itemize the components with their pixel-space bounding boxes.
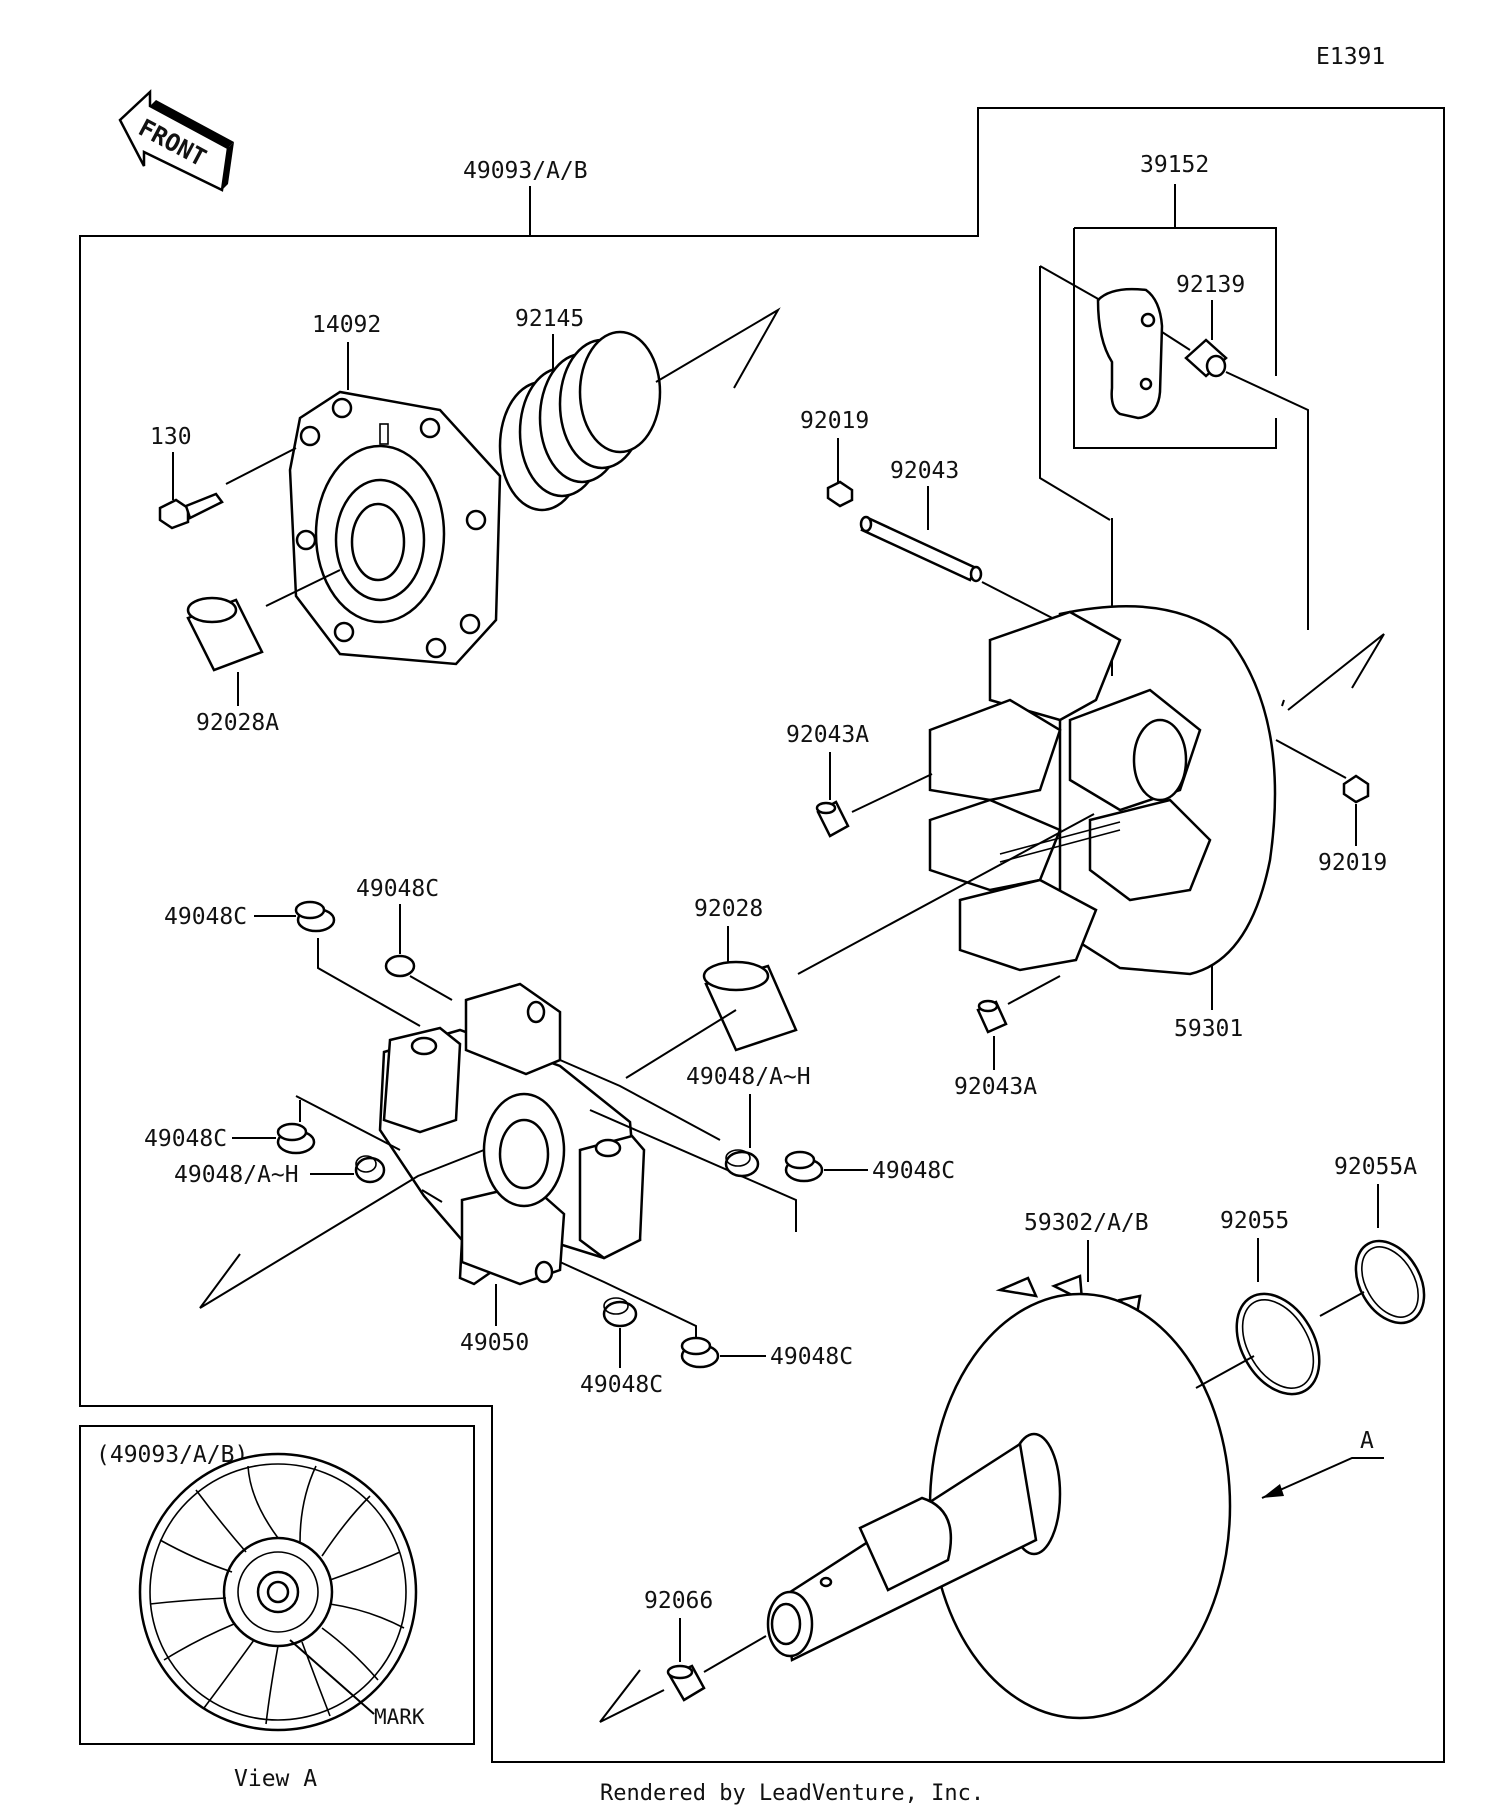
sheave-face-view (138, 1452, 418, 1732)
label-59302: 59302/A/B (1024, 1210, 1149, 1236)
label-49048C-topleft: 49048C (164, 904, 247, 930)
nut-92019-right-part (1342, 774, 1370, 804)
label-92028A: 92028A (196, 710, 279, 736)
label-59301: 59301 (1174, 1016, 1243, 1042)
pin-92139-part (1184, 338, 1228, 378)
leader-spider-left (199, 1149, 485, 1309)
leader-spider-bottom (559, 1261, 697, 1344)
leader-spider-left-upper (295, 1095, 401, 1151)
mark-leader (289, 1639, 375, 1715)
label-92145: 92145 (515, 306, 584, 332)
label-49048C-top: 49048C (356, 876, 439, 902)
leader-92043A-upper-hub (851, 773, 933, 813)
footer-credit: Rendered by LeadVenture, Inc. (600, 1781, 984, 1806)
pin-92043a-lower-part (976, 999, 1008, 1034)
leader-92066-front (599, 1669, 665, 1723)
leader-arm-top (1039, 265, 1101, 301)
view-arrow-label: A (1360, 1428, 1374, 1454)
leader-sheave-right (1281, 633, 1385, 711)
label-92019-right: 92019 (1318, 850, 1387, 876)
pin-92043a-upper-part (815, 800, 850, 838)
cover-plate-part (288, 390, 502, 666)
roller-49048ah-right-part (724, 1149, 760, 1178)
spring-part (498, 330, 662, 512)
label-92066: 92066 (644, 1588, 713, 1614)
leader-49048C-topleft-spider (317, 938, 421, 1027)
leader-92055A-ring (1319, 1291, 1365, 1317)
inset-view-box (79, 1425, 475, 1745)
o-ring-92055-part (1235, 1292, 1321, 1396)
label-49048AH-right: 49048/A~H (686, 1064, 811, 1090)
label-92028: 92028 (694, 896, 763, 922)
roller-49048ah-left-part (354, 1155, 386, 1184)
weight-arm-part (1096, 287, 1164, 420)
label-92019-upper: 92019 (800, 408, 869, 434)
leader-arm-pin (1161, 331, 1191, 351)
roller-49048c-right-part (784, 1150, 824, 1183)
leader-92043-hub (981, 581, 1061, 623)
diagram-id: E1391 (1316, 44, 1385, 70)
leader-92028-spider (625, 1009, 737, 1079)
moveable-sheave-part (928, 605, 1277, 976)
leader-92028a-plate (265, 569, 341, 607)
leader-spider-left-lower (421, 1189, 443, 1203)
assembly-frame (79, 107, 1445, 1763)
label-92055: 92055 (1220, 1208, 1289, 1234)
roller-49048c-bottom-right-part (680, 1336, 720, 1369)
label-14092: 14092 (312, 312, 381, 338)
leader-92055-sheave (1195, 1355, 1255, 1389)
roller-49048c-topleft-part (294, 900, 336, 933)
leader-49048C-top-spider (409, 975, 453, 1001)
label-39152: 39152 (1140, 152, 1209, 178)
label-49050: 49050 (460, 1330, 529, 1356)
leader-spider-right-up (559, 1059, 721, 1141)
label-92139: 92139 (1176, 272, 1245, 298)
label-92043: 92043 (890, 458, 959, 484)
leader-bolt-plate (225, 447, 297, 485)
leader-92028-hub (797, 813, 1095, 975)
leader-arm-left (1039, 266, 1111, 521)
label-49093: 49093/A/B (463, 158, 588, 184)
roller-49048c-bottom-part (602, 1297, 638, 1328)
nut-92019-upper-part (826, 480, 854, 508)
label-49048AH-left: 49048/A~H (174, 1162, 299, 1188)
leader-spring (655, 307, 781, 389)
leader-arm-right (1225, 371, 1309, 630)
leader-92043A-lower-hub (1007, 975, 1061, 1005)
bushing-92028a-part (186, 596, 264, 672)
long-pin-92043-part (859, 515, 983, 583)
label-92055A: 92055A (1334, 1154, 1417, 1180)
leader-92066-shaft (703, 1635, 767, 1673)
leader-spider-right (589, 1109, 797, 1232)
label-92043A-upper: 92043A (786, 722, 869, 748)
label-49048C-bottom: 49048C (580, 1372, 663, 1398)
spider-part (378, 982, 646, 1286)
view-arrow-line (1261, 1457, 1384, 1499)
inset-title: (49093/A/B) (96, 1442, 248, 1468)
label-92043A-lower: 92043A (954, 1074, 1037, 1100)
o-ring-92055a-part (1354, 1239, 1426, 1325)
label-49048C-right: 49048C (872, 1158, 955, 1184)
bushing-92028-part (702, 960, 798, 1052)
label-130: 130 (150, 424, 192, 450)
cap-92066-part (666, 1664, 706, 1702)
view-arrow-head-icon (1262, 1484, 1284, 1498)
roller-49048c-top-part (384, 954, 416, 978)
bolt-part (158, 492, 224, 530)
leader-sheave-nut (1275, 739, 1347, 779)
roller-49048c-left-part (276, 1122, 316, 1155)
bracket-39152 (1073, 227, 1277, 449)
inset-view-label: View A (234, 1766, 317, 1792)
front-arrow-icon: FRONT (118, 89, 234, 192)
inset-mark-label: MARK (374, 1705, 425, 1729)
label-49048C-left: 49048C (144, 1126, 227, 1152)
fixed-sheave-part (766, 1274, 1232, 1720)
label-49048C-bottom-right: 49048C (770, 1344, 853, 1370)
